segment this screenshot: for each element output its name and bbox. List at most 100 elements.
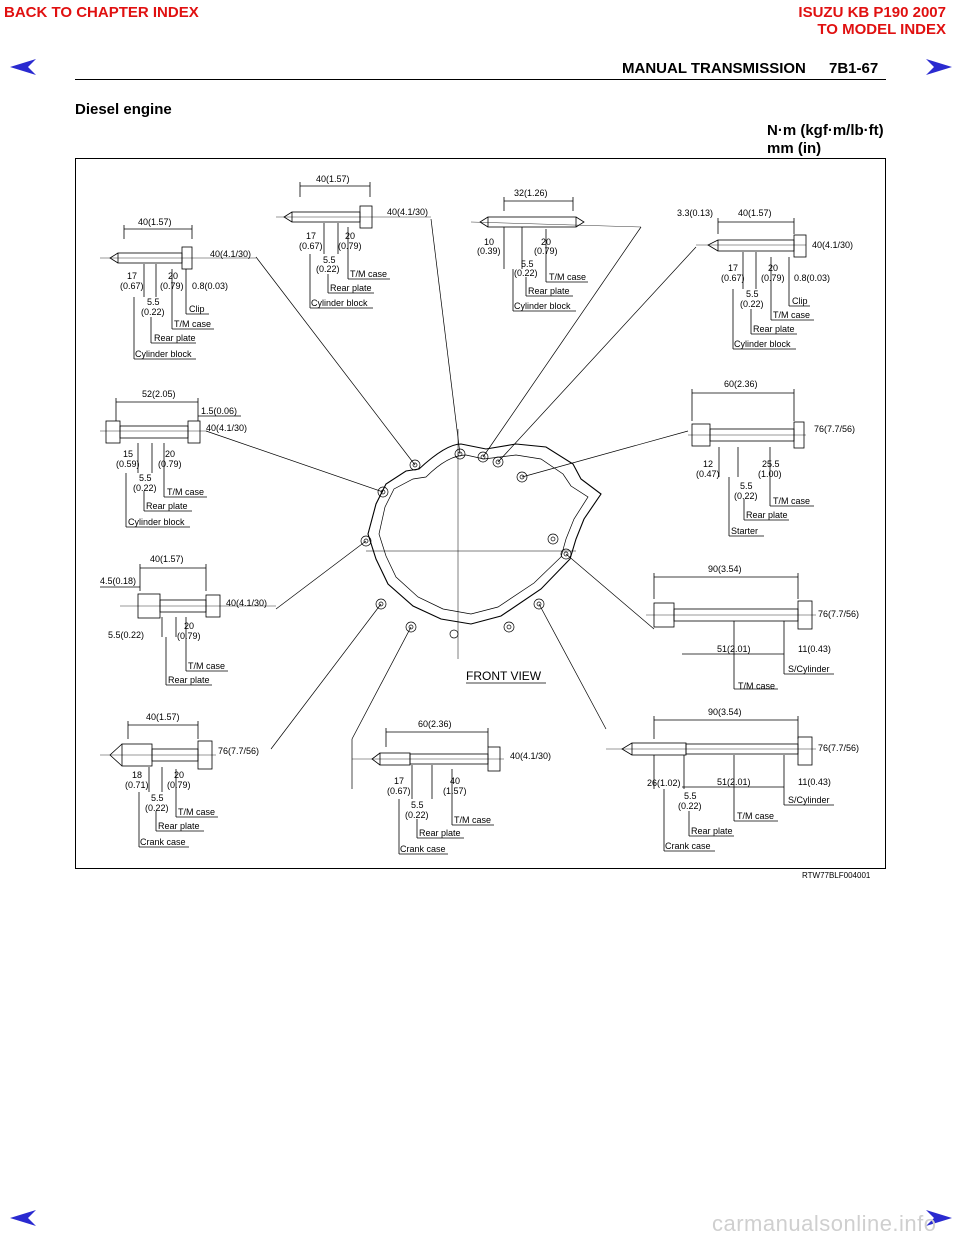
svg-text:Starter: Starter bbox=[731, 526, 758, 536]
svg-text:T/M case: T/M case bbox=[773, 310, 810, 320]
svg-text:20: 20 bbox=[345, 231, 355, 241]
svg-text:(0.71): (0.71) bbox=[125, 780, 149, 790]
svg-text:40(1.57): 40(1.57) bbox=[146, 712, 180, 722]
svg-text:1.5(0.06): 1.5(0.06) bbox=[201, 406, 237, 416]
svg-text:4.5(0.18): 4.5(0.18) bbox=[100, 576, 136, 586]
svg-text:Crank case: Crank case bbox=[400, 844, 446, 854]
bolt-b8: 90(3.54) 76(7.7/56) 51(2.01) 11(0.43) S/… bbox=[646, 564, 859, 691]
svg-text:52(2.05): 52(2.05) bbox=[142, 389, 176, 399]
svg-text:Rear plate: Rear plate bbox=[158, 821, 200, 831]
svg-text:76(7.7/56): 76(7.7/56) bbox=[218, 746, 259, 756]
svg-text:Rear plate: Rear plate bbox=[168, 675, 210, 685]
svg-text:Clip: Clip bbox=[792, 296, 808, 306]
svg-text:S/Cylinder: S/Cylinder bbox=[788, 664, 830, 674]
footer-next-arrow-icon[interactable] bbox=[924, 1210, 952, 1226]
svg-text:Rear plate: Rear plate bbox=[746, 510, 788, 520]
units-torque: N·m (kgf·m/lb·ft) bbox=[767, 122, 884, 139]
bolt-b11: 90(3.54) 76(7.7/56) 26(1.02) 51(2.01) 11… bbox=[606, 707, 859, 852]
svg-text:60(2.36): 60(2.36) bbox=[724, 379, 758, 389]
svg-text:26(1.02): 26(1.02) bbox=[647, 778, 681, 788]
svg-text:Rear plate: Rear plate bbox=[419, 828, 461, 838]
svg-text:T/M case: T/M case bbox=[188, 661, 225, 671]
svg-text:76(7.7/56): 76(7.7/56) bbox=[814, 424, 855, 434]
svg-text:(0.79): (0.79) bbox=[177, 631, 201, 641]
svg-text:18: 18 bbox=[132, 770, 142, 780]
svg-text:Crank case: Crank case bbox=[140, 837, 186, 847]
svg-text:51(2.01): 51(2.01) bbox=[717, 644, 751, 654]
to-model-index-link[interactable]: TO MODEL INDEX bbox=[817, 21, 946, 38]
svg-text:T/M case: T/M case bbox=[738, 681, 775, 691]
figure-code: RTW77BLF004001 bbox=[802, 871, 871, 880]
back-to-chapter-index-link[interactable]: BACK TO CHAPTER INDEX bbox=[4, 4, 199, 21]
bolt-b9: 40(1.57) 76(7.7/56) 18 (0.71) 20 (0.79) … bbox=[100, 712, 259, 848]
svg-text:Crank case: Crank case bbox=[665, 841, 711, 851]
bolt-b7: 40(1.57) 4.5(0.18) 40(4.1/30) 5.5(0.22) … bbox=[100, 554, 276, 686]
bolt-b5: 52(2.05) 1.5(0.06) 40(4.1/30) 15 (0.59) … bbox=[100, 389, 247, 528]
svg-text:T/M case: T/M case bbox=[737, 811, 774, 821]
svg-text:T/M case: T/M case bbox=[167, 487, 204, 497]
content-title: Diesel engine bbox=[75, 101, 172, 118]
svg-text:76(7.7/56): 76(7.7/56) bbox=[818, 609, 859, 619]
section-title: MANUAL TRANSMISSION bbox=[622, 60, 806, 77]
svg-text:20: 20 bbox=[184, 621, 194, 631]
svg-text:Rear plate: Rear plate bbox=[154, 333, 196, 343]
svg-text:T/M case: T/M case bbox=[773, 496, 810, 506]
svg-text:T/M case: T/M case bbox=[549, 272, 586, 282]
svg-text:(0.22): (0.22) bbox=[734, 491, 758, 501]
svg-text:40(4.1/30): 40(4.1/30) bbox=[812, 240, 853, 250]
svg-text:(0.79): (0.79) bbox=[167, 780, 191, 790]
svg-text:(0.67): (0.67) bbox=[120, 281, 144, 291]
svg-text:(0.67): (0.67) bbox=[387, 786, 411, 796]
svg-text:Rear plate: Rear plate bbox=[691, 826, 733, 836]
bolt-diagram-frame: FRONT VIEW 40(1.57) 40(4.1/30) 17 (0.67)… bbox=[75, 158, 886, 869]
bolt-b2: 40(1.57) 40(4.1/30) 17 (0.67) 20 (0.79) … bbox=[276, 174, 431, 309]
svg-text:40(4.1/30): 40(4.1/30) bbox=[510, 751, 551, 761]
svg-text:60(2.36): 60(2.36) bbox=[418, 719, 452, 729]
front-view-label: FRONT VIEW bbox=[466, 669, 542, 683]
svg-text:5.5: 5.5 bbox=[740, 481, 753, 491]
svg-text:Cylinder block: Cylinder block bbox=[311, 298, 368, 308]
svg-text:T/M case: T/M case bbox=[174, 319, 211, 329]
svg-text:11(0.43): 11(0.43) bbox=[798, 644, 831, 654]
svg-text:25.5: 25.5 bbox=[762, 459, 780, 469]
previous-page-arrow-icon[interactable] bbox=[10, 59, 38, 75]
svg-text:Cylinder block: Cylinder block bbox=[128, 517, 185, 527]
svg-text:(0.22): (0.22) bbox=[514, 268, 538, 278]
bolt-b3: 32(1.26) 10 (0.39) 20 (0.79) 5.5 (0.22) … bbox=[470, 188, 642, 312]
svg-text:10: 10 bbox=[484, 237, 494, 247]
svg-text:17: 17 bbox=[127, 271, 137, 281]
bolt-b1: 40(1.57) 40(4.1/30) 17 (0.67) 20 (0.79) … bbox=[100, 217, 256, 360]
next-page-arrow-icon[interactable] bbox=[924, 59, 952, 75]
svg-text:5.5(0.22): 5.5(0.22) bbox=[108, 630, 144, 640]
svg-text:T/M case: T/M case bbox=[454, 815, 491, 825]
svg-text:17: 17 bbox=[394, 776, 404, 786]
svg-text:90(3.54): 90(3.54) bbox=[708, 707, 742, 717]
footer-previous-arrow-icon[interactable] bbox=[10, 1210, 38, 1226]
svg-text:5.5: 5.5 bbox=[746, 289, 759, 299]
page-number: 7B1-67 bbox=[829, 60, 879, 77]
transmission-case-front-view: FRONT VIEW bbox=[360, 429, 602, 684]
model-title: ISUZU KB P190 2007 bbox=[798, 4, 946, 21]
svg-text:40(1.57): 40(1.57) bbox=[738, 208, 772, 218]
footer-site-watermark: carmanualsonline.info bbox=[712, 1211, 937, 1236]
bolt-b6: 60(2.36) 76(7.7/56) 12 (0.47) 25.5 (1.00… bbox=[688, 379, 855, 537]
svg-text:40(1.57): 40(1.57) bbox=[316, 174, 350, 184]
svg-text:Rear plate: Rear plate bbox=[146, 501, 188, 511]
svg-text:(0.79): (0.79) bbox=[158, 459, 182, 469]
leader-lines bbox=[205, 218, 697, 789]
svg-text:20: 20 bbox=[174, 770, 184, 780]
svg-text:17: 17 bbox=[728, 263, 738, 273]
svg-text:T/M case: T/M case bbox=[350, 269, 387, 279]
svg-text:Cylinder block: Cylinder block bbox=[514, 301, 571, 311]
svg-text:(0.22): (0.22) bbox=[316, 264, 340, 274]
units-length: mm (in) bbox=[767, 140, 822, 157]
svg-text:15: 15 bbox=[123, 449, 133, 459]
svg-text:S/Cylinder: S/Cylinder bbox=[788, 795, 830, 805]
svg-text:5.5: 5.5 bbox=[411, 800, 424, 810]
svg-text:5.5: 5.5 bbox=[323, 255, 336, 265]
svg-text:(0.79): (0.79) bbox=[338, 241, 362, 251]
svg-text:11(0.43): 11(0.43) bbox=[798, 777, 831, 787]
svg-text:0.8(0.03): 0.8(0.03) bbox=[794, 273, 830, 283]
svg-text:(0.22): (0.22) bbox=[678, 801, 702, 811]
svg-text:5.5: 5.5 bbox=[151, 793, 164, 803]
